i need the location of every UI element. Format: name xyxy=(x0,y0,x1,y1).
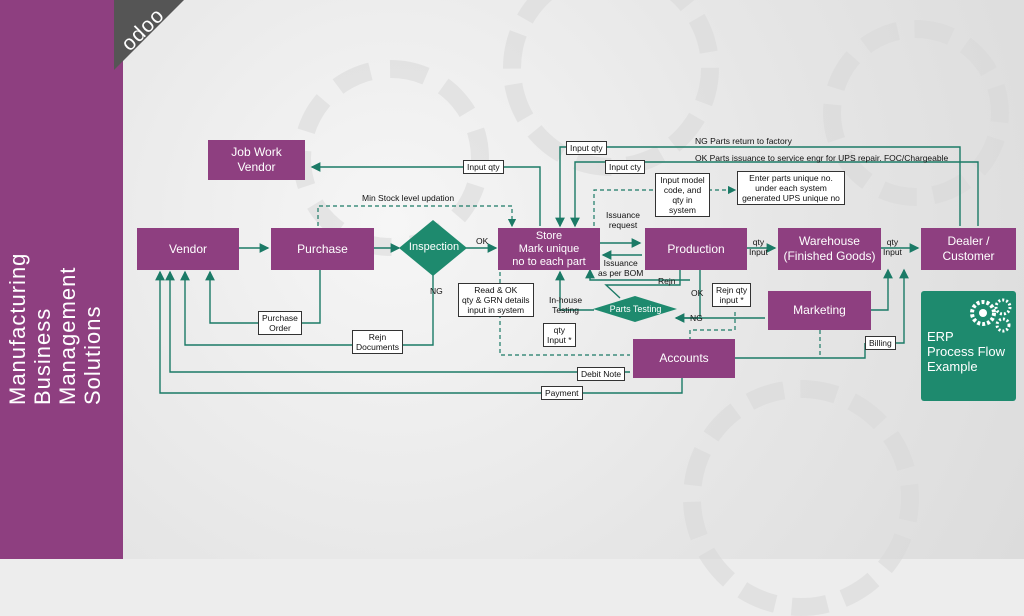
label-ng-inspection: NG xyxy=(430,286,443,296)
connector xyxy=(555,270,594,311)
logo-corner xyxy=(114,0,184,70)
gears-icon xyxy=(970,298,1012,333)
connector xyxy=(585,268,690,281)
label-ok-issuance: OK Parts issuance to service engr for UP… xyxy=(695,153,949,163)
inspection-label: Inspection xyxy=(408,241,460,253)
dashed-connector xyxy=(593,189,655,226)
label-input-cty: Input cty xyxy=(605,160,646,174)
label-rejn: Rejn xyxy=(658,276,676,286)
label-rejn-documents: Rejn Documents xyxy=(352,330,403,354)
purchase-box: Purchase xyxy=(271,228,374,270)
label-ng-testing: NG xyxy=(690,313,703,323)
parts-testing-label: Parts Testing xyxy=(609,304,662,314)
connector xyxy=(870,268,893,311)
connector xyxy=(604,270,681,299)
job-work-vendor-box: Job Work Vendor xyxy=(208,140,305,180)
label-purchase-order: Purchase Order xyxy=(258,311,302,335)
label-billing: Billing xyxy=(865,336,896,350)
production-box: Production xyxy=(645,228,747,270)
sidebar: Manufacturing Business Management Soluti… xyxy=(0,0,123,559)
label-in-house-testing: In-house Testing xyxy=(549,295,583,315)
dashed-connector xyxy=(317,205,517,228)
label-payment: Payment xyxy=(541,386,583,400)
label-enter-parts: Enter parts unique no. under each system… xyxy=(737,171,845,205)
erp-card: ERP Process Flow Example xyxy=(921,291,1016,401)
label-issuance-request: Issuance request xyxy=(606,210,641,230)
erp-card-text: ERP Process Flow Example xyxy=(927,329,1006,374)
marketing-box: Marketing xyxy=(768,291,871,330)
label-qty-input-dealer: qty Input xyxy=(883,237,902,257)
connector xyxy=(570,161,979,228)
dashed-connector xyxy=(689,312,736,345)
label-qty-input-store: qty Input * xyxy=(543,323,576,347)
background-canvas xyxy=(123,0,1024,616)
label-input-qty-jw: Input qty xyxy=(463,160,504,174)
connector-layer xyxy=(155,146,979,394)
vendor-box: Vendor xyxy=(137,228,239,270)
label-issuance-bom: Issuance as per BOM xyxy=(598,258,644,278)
inspection-diamond xyxy=(399,220,467,276)
label-input-qty-top: Input qty xyxy=(566,141,607,155)
warehouse-box: Warehouse (Finished Goods) xyxy=(778,228,881,270)
label-ok-inspection: OK xyxy=(476,236,489,246)
label-read-ok: Read & OK qty & GRN details input in sys… xyxy=(458,283,534,317)
parts-testing-diamond xyxy=(593,296,677,322)
connector xyxy=(735,343,866,359)
label-input-model: Input model code, and qty in system xyxy=(655,173,710,217)
label-ok-testing: OK xyxy=(691,288,704,298)
connector xyxy=(180,270,434,346)
label-min-stock: Min Stock level updation xyxy=(362,193,455,203)
connector xyxy=(555,146,961,228)
label-debit-note: Debit Note xyxy=(577,367,626,381)
store-box: Store Mark unique no to each part xyxy=(498,228,600,270)
label-ng-return: NG Parts return to factory xyxy=(695,136,792,146)
label-rejn-qty-input: Rejn qty input * xyxy=(712,283,752,307)
label-qty-input-wh: qty Input xyxy=(749,237,768,257)
connector xyxy=(165,270,630,373)
accounts-box: Accounts xyxy=(633,339,735,378)
dashed-connector xyxy=(499,272,630,356)
connector xyxy=(155,270,683,394)
dealer-box: Dealer / Customer xyxy=(921,228,1016,270)
connector xyxy=(310,162,541,226)
